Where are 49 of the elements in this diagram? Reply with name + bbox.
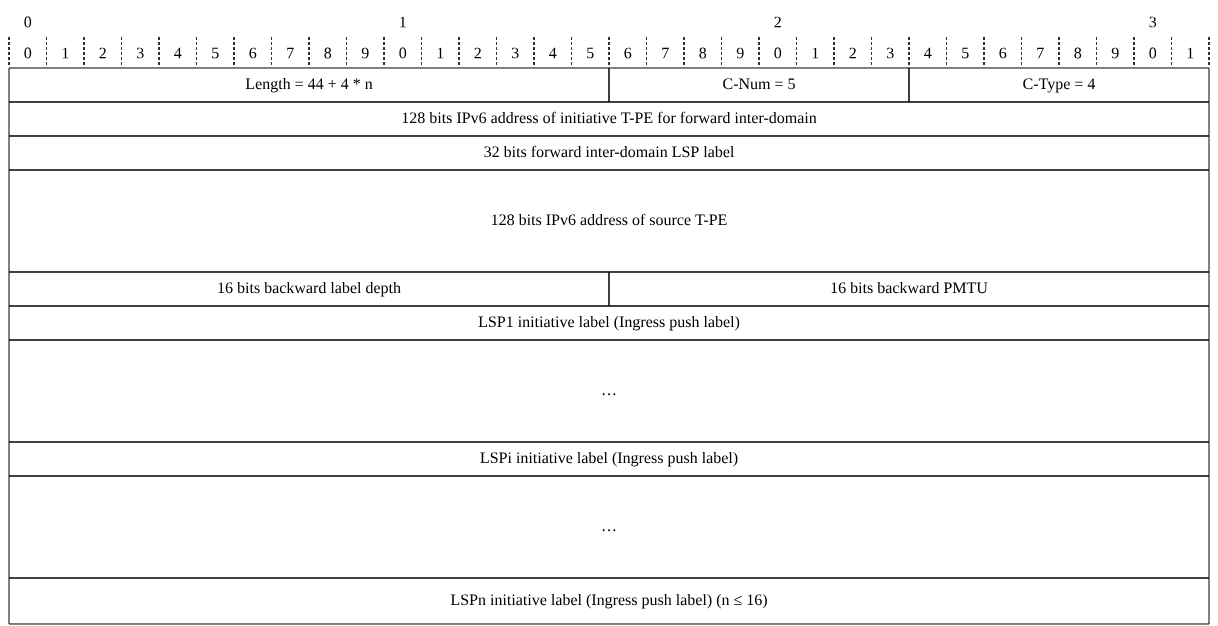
bit-number: 2 xyxy=(849,47,856,59)
field-box: … xyxy=(8,475,1210,579)
field-box: Length = 44 + 4 * n xyxy=(8,67,610,103)
bit-number: 4 xyxy=(924,47,932,59)
bit-number: 3 xyxy=(512,47,519,59)
bit-number: 4 xyxy=(549,47,557,59)
field-box: 128 bits IPv6 address of source T-PE xyxy=(8,169,1210,273)
bit-number: 8 xyxy=(1074,47,1082,59)
bit-number: 7 xyxy=(1037,47,1044,59)
bit-number: 0 xyxy=(24,47,32,59)
decade-number: 0 xyxy=(24,16,32,28)
bit-number: 8 xyxy=(699,47,707,59)
bit-number: 1 xyxy=(1187,47,1194,59)
bit-number: 0 xyxy=(1149,47,1157,59)
bit-number: 6 xyxy=(249,47,257,59)
field-box: 16 bits backward PMTU xyxy=(608,271,1210,307)
bit-number: 5 xyxy=(212,47,219,59)
decade-number: 1 xyxy=(400,16,406,28)
field-box: LSPn initiative label (Ingress push label) (n ≤ 16) xyxy=(8,577,1210,625)
field-box: LSPi initiative label (Ingress push label) xyxy=(8,441,1210,477)
bit-number: 1 xyxy=(437,47,444,59)
bit-number: 0 xyxy=(399,47,407,59)
field-box: 32 bits forward inter-domain LSP label xyxy=(8,135,1210,171)
bit-number: 9 xyxy=(736,47,744,59)
field-box: C-Type = 4 xyxy=(908,67,1210,103)
field-box: 16 bits backward label depth xyxy=(8,271,610,307)
bit-number: 0 xyxy=(774,47,782,59)
bit-number: 7 xyxy=(287,47,294,59)
bit-number: 2 xyxy=(474,47,481,59)
bit-number: 2 xyxy=(99,47,106,59)
field-box: … xyxy=(8,339,1210,443)
bit-number: 9 xyxy=(361,47,369,59)
field-box: 128 bits IPv6 address of initiative T-PE for forward inter-domain xyxy=(8,101,1210,137)
bit-number: 1 xyxy=(62,47,69,59)
bit-number: 9 xyxy=(1111,47,1119,59)
bit-number: 3 xyxy=(137,47,144,59)
bit-number: 1 xyxy=(812,47,819,59)
field-box: C-Num = 5 xyxy=(608,67,910,103)
bit-number: 4 xyxy=(174,47,182,59)
bit-number: 8 xyxy=(324,47,332,59)
bit-number: 6 xyxy=(624,47,632,59)
field-box: LSP1 initiative label (Ingress push label) xyxy=(8,305,1210,341)
bit-number: 5 xyxy=(962,47,969,59)
decade-number: 3 xyxy=(1149,16,1157,28)
bit-number: 7 xyxy=(662,47,669,59)
decade-number: 2 xyxy=(774,16,781,28)
bit-number: 3 xyxy=(887,47,894,59)
bit-number: 5 xyxy=(587,47,594,59)
bit-number: 6 xyxy=(999,47,1007,59)
